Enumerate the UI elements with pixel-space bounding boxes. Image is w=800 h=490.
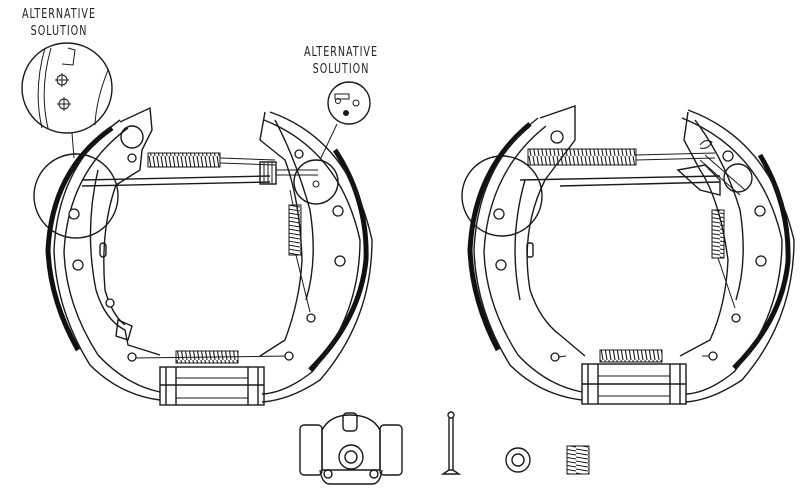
callout-label-left: ALTERNATIVE SOLUTION [11, 6, 108, 40]
callout-center-line2: SOLUTION [312, 62, 370, 77]
callout-center-line1: ALTERNATIVE [303, 45, 379, 60]
handbrake-lever [676, 164, 721, 196]
anchor-eyelet [120, 125, 144, 149]
hold-down-pin [440, 411, 462, 475]
callout-left-line1: ALTERNATIVE [21, 7, 97, 22]
vertical-spring-right [711, 209, 725, 259]
left-brake-shoe-assembly [21, 42, 373, 406]
adjuster-wheel [723, 163, 753, 193]
callout-label-center: ALTERNATIVE SOLUTION [293, 44, 390, 78]
detail-circle-left-top [21, 42, 113, 159]
left-shoe-lining [45, 125, 114, 352]
detail-circle-left-mid [33, 153, 119, 239]
vertical-spring-left [288, 204, 302, 256]
callout-left-line2: SOLUTION [30, 24, 88, 39]
anchor-block-left [159, 366, 265, 406]
retainer-cup [505, 447, 531, 473]
bottom-return-spring-right [599, 349, 663, 363]
right-brake-shoe-assembly [461, 105, 795, 405]
top-return-spring [147, 152, 221, 168]
anchor-block-right [581, 363, 687, 405]
bottom-return-spring [175, 350, 239, 364]
hold-down-spring [566, 445, 590, 475]
wheel-cylinder [299, 412, 403, 485]
detail-circle-center-top [327, 81, 371, 125]
detail-circle-center-right [293, 159, 339, 205]
top-return-spring-right [527, 148, 637, 166]
